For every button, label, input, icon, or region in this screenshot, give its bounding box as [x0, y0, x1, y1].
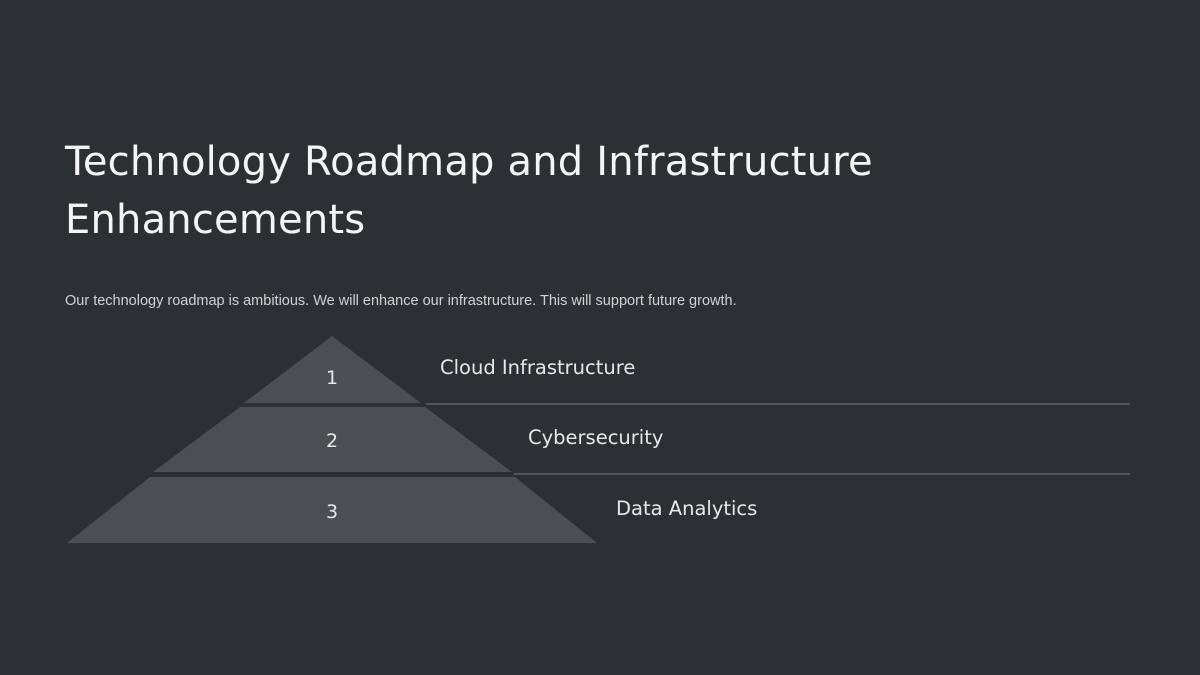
- slide-title: Technology Roadmap and Infrastructure En…: [65, 139, 873, 243]
- pyramid-tier-1-shape: [244, 336, 421, 403]
- tier-1-number: 1: [325, 367, 339, 389]
- pyramid-tier-2-shape: [153, 407, 512, 472]
- tier-3-number: 3: [325, 501, 339, 523]
- tier-3-label: Data Analytics: [616, 497, 758, 520]
- slide-subtitle: Our technology roadmap is ambitious. We …: [65, 293, 737, 309]
- tier-2-number: 2: [325, 430, 339, 452]
- tier-1-label: Cloud Infrastructure: [440, 356, 636, 379]
- tier-2-label: Cybersecurity: [528, 426, 664, 449]
- pyramid-tier-3-shape: [67, 477, 597, 543]
